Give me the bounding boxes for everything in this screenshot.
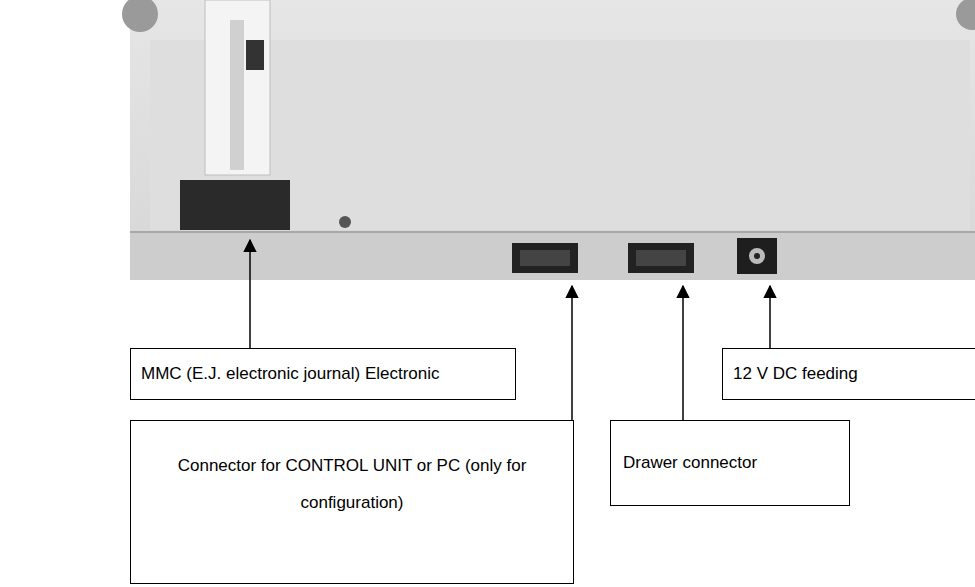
dc-jack bbox=[737, 238, 777, 274]
screw bbox=[956, 0, 975, 30]
callout-label: Connector for CONTROL UNIT or PC (only f… bbox=[141, 447, 563, 521]
callout-box: Drawer connector bbox=[610, 420, 850, 506]
clip-window bbox=[246, 40, 264, 70]
rj-jack bbox=[628, 243, 694, 273]
callout-label: MMC (E.J. electronic journal) Electronic bbox=[141, 363, 505, 385]
callout-label: Drawer connector bbox=[623, 452, 837, 474]
rj-jack-inner bbox=[636, 250, 686, 266]
dc-jack-pin bbox=[754, 253, 760, 259]
callout-box: Connector for CONTROL UNIT or PC (only f… bbox=[130, 420, 574, 584]
leader-arrow bbox=[769, 286, 771, 348]
leader-arrow bbox=[571, 286, 573, 420]
callout-label: 12 V DC feeding bbox=[733, 363, 973, 385]
clip-slot bbox=[230, 20, 244, 170]
card-clip bbox=[205, 0, 270, 175]
rj-jack bbox=[512, 243, 578, 273]
rear-panel bbox=[150, 40, 970, 230]
housing bbox=[130, 0, 975, 280]
callout-box: MMC (E.J. electronic journal) Electronic bbox=[130, 348, 516, 400]
dc-jack-pin bbox=[749, 248, 765, 264]
ledge-edge bbox=[130, 231, 975, 233]
leader-arrow bbox=[682, 286, 684, 420]
leader-arrow bbox=[249, 240, 251, 348]
screw bbox=[122, 0, 158, 32]
rj-jack-inner bbox=[520, 250, 570, 266]
mmc-slot bbox=[180, 180, 290, 230]
callout-box: 12 V DC feeding bbox=[722, 348, 975, 400]
ledge bbox=[130, 232, 975, 280]
hole bbox=[339, 216, 351, 228]
